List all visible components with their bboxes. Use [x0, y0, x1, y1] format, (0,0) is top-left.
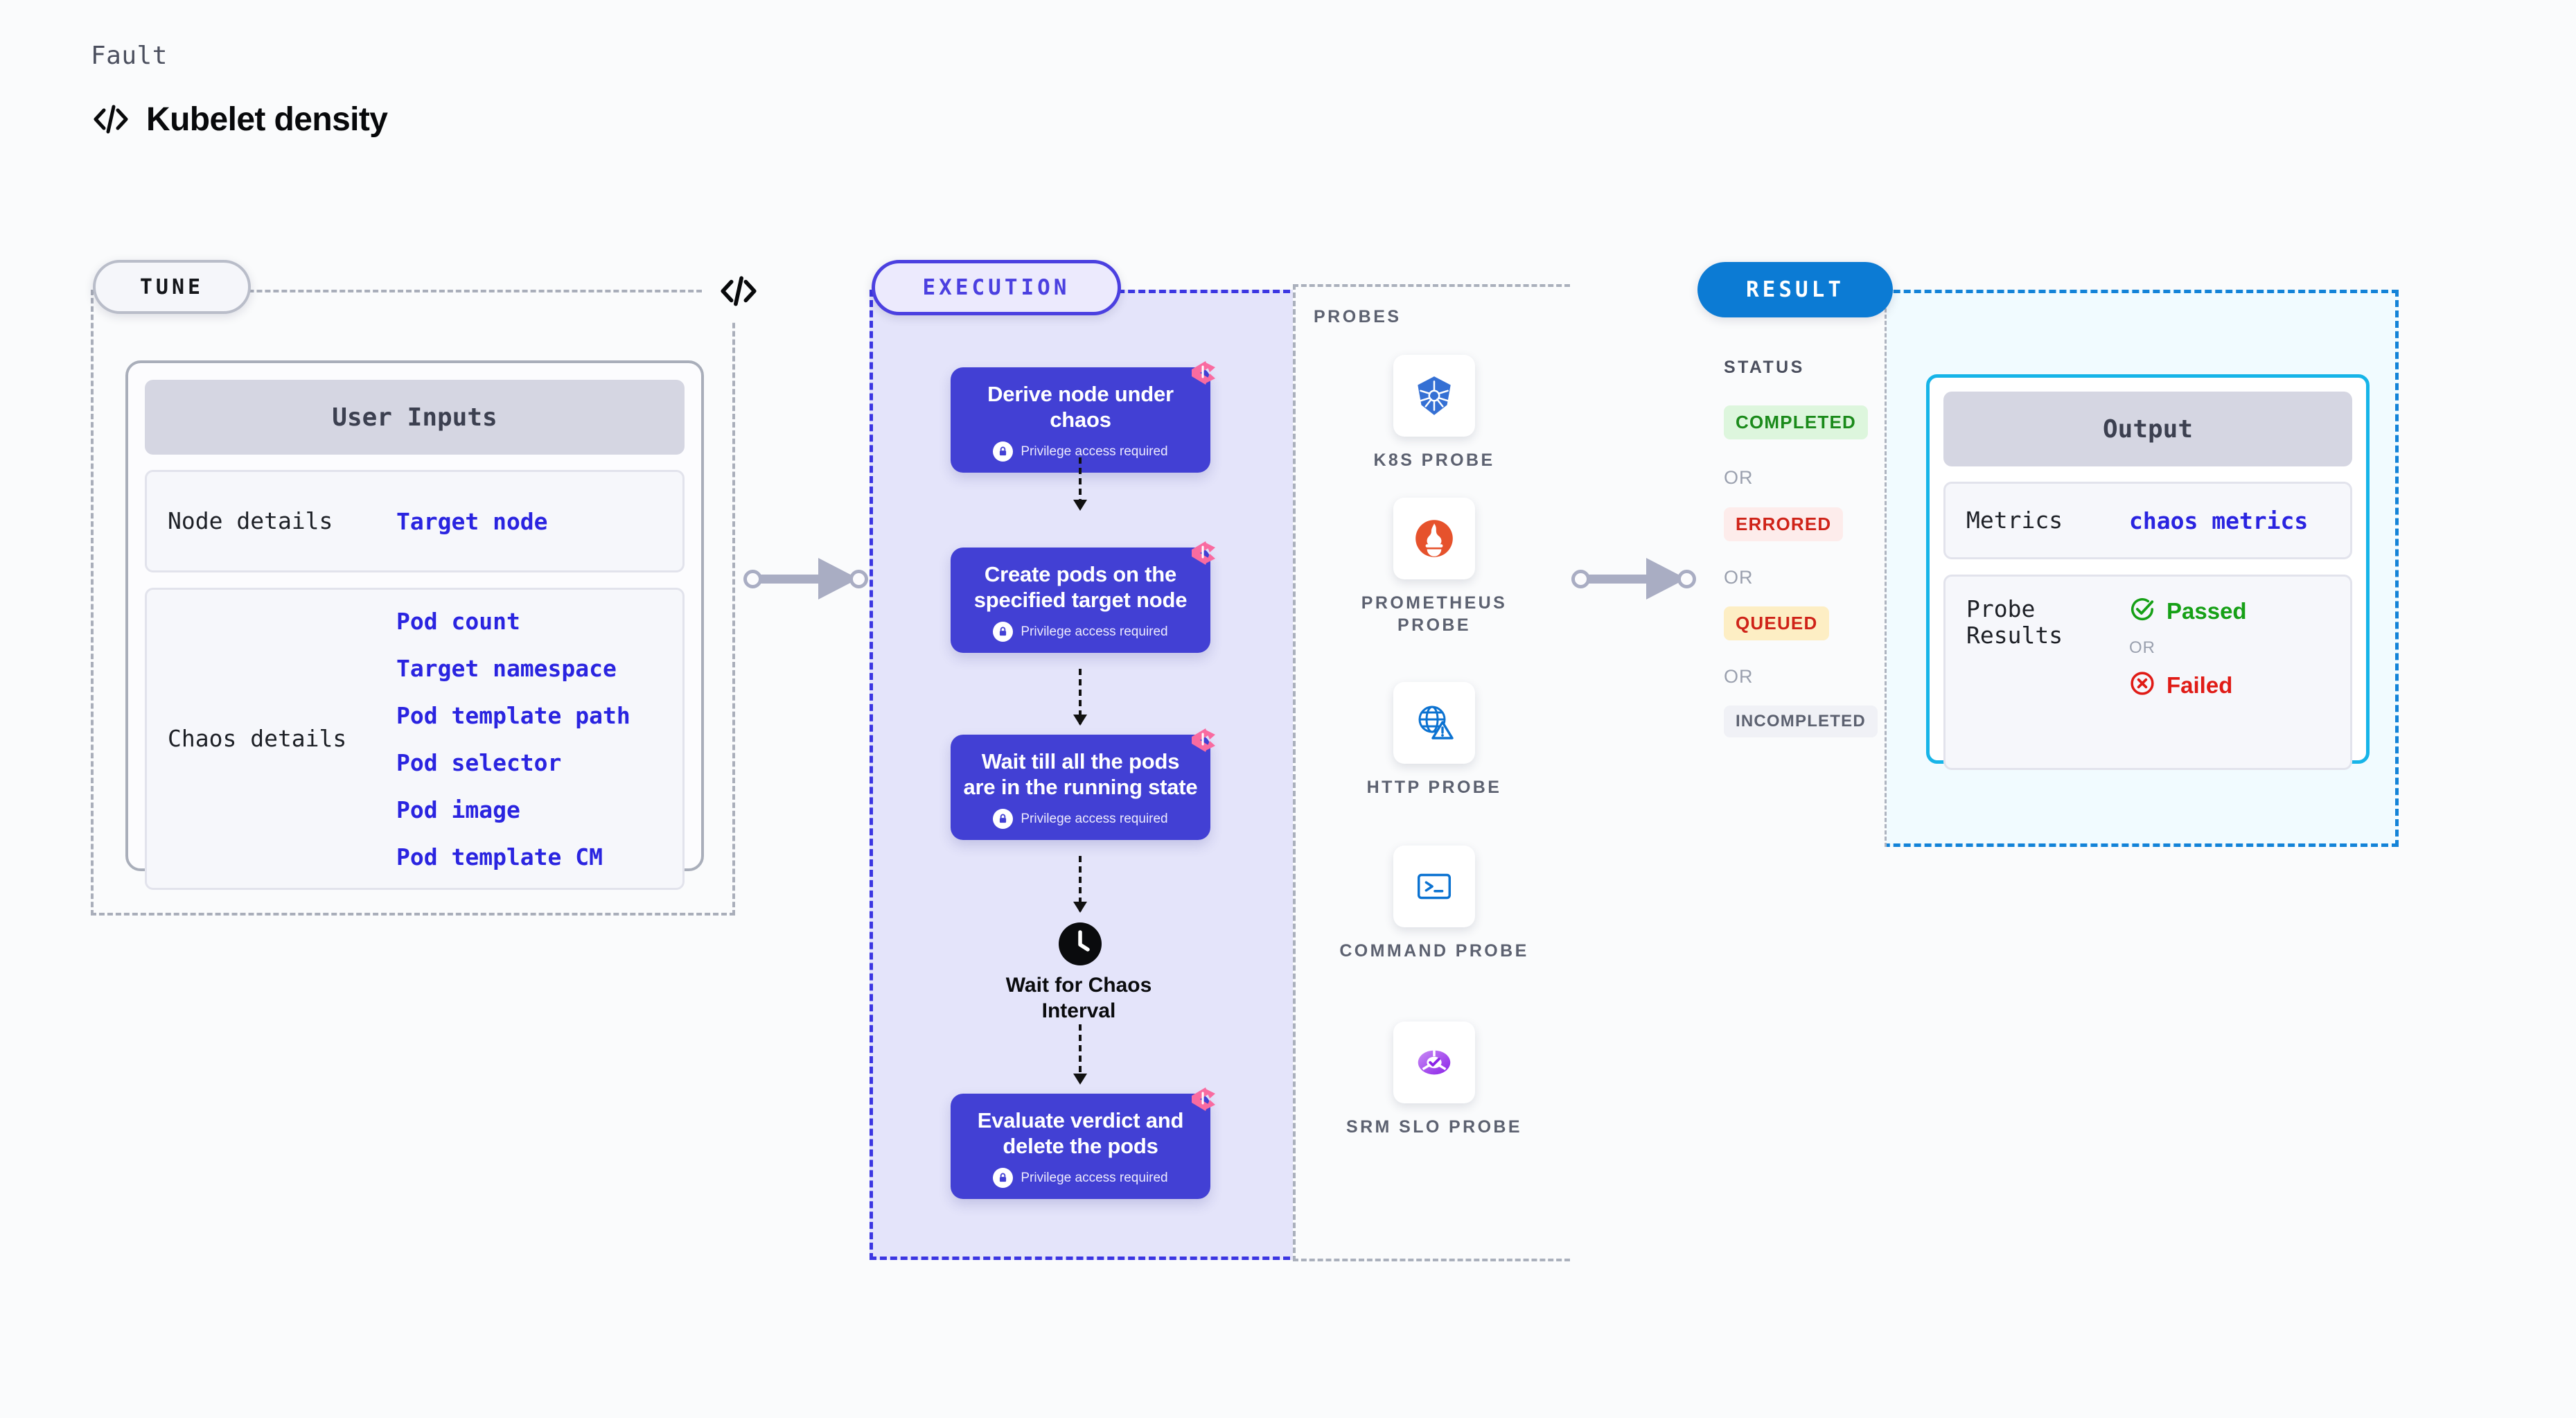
step-title: Create pods on the specified target node	[973, 562, 1188, 613]
node-details-row: Node details Target node	[145, 470, 685, 572]
node-details-key: Node details	[168, 507, 333, 535]
privilege-row: Privilege access required	[993, 1168, 1168, 1189]
flow-connector-3-wait	[1073, 856, 1087, 913]
kubernetes-icon	[1393, 355, 1475, 437]
input-pod-template-path[interactable]: Pod template path	[396, 701, 630, 729]
metrics-row: Metrics chaos metrics	[1943, 482, 2352, 559]
chaos-details-row: Chaos details Pod count Target namespace…	[145, 588, 685, 890]
fault-title-row: Kubelet density	[91, 99, 388, 139]
slo-donut-check-icon	[1393, 1022, 1475, 1103]
metrics-key: Metrics	[1966, 507, 2063, 534]
status-badge-incompleted: INCOMPLETED	[1724, 706, 1878, 737]
privilege-text: Privilege access required	[1021, 624, 1168, 639]
input-pod-selector[interactable]: Pod selector	[396, 749, 562, 776]
metrics-value[interactable]: chaos metrics	[2129, 507, 2309, 534]
privilege-text: Privilege access required	[1021, 811, 1168, 826]
input-pod-count[interactable]: Pod count	[396, 607, 520, 635]
node-details-values: Target node	[396, 508, 548, 535]
probe-result-passed: Passed	[2129, 596, 2247, 626]
globe-warning-icon	[1393, 682, 1475, 764]
input-target-namespace[interactable]: Target namespace	[396, 654, 617, 682]
lock-icon	[993, 622, 1014, 642]
passed-label: Passed	[2167, 597, 2247, 624]
harness-badge-icon	[1185, 1080, 1222, 1118]
terminal-icon	[1393, 846, 1475, 927]
privilege-text: Privilege access required	[1021, 444, 1168, 459]
step-card-derive-node[interactable]: Derive node under chaos Privilege access…	[951, 361, 1215, 473]
status-badge-completed: COMPLETED	[1724, 405, 1869, 439]
probe-item-command[interactable]: COMMAND PROBE	[1337, 846, 1531, 962]
step-title: Derive node under chaos	[987, 382, 1174, 432]
harness-badge-icon	[1185, 534, 1222, 572]
result-stage-badge[interactable]: RESULT	[1697, 262, 1893, 317]
tune-stage-badge[interactable]: TUNE	[93, 260, 251, 314]
user-inputs-card: User Inputs Node details Target node Cha…	[125, 360, 704, 890]
x-circle-icon	[2129, 670, 2155, 700]
step-card-wait-pods-running[interactable]: Wait till all the pods are in the runnin…	[951, 728, 1215, 841]
chaos-details-key: Chaos details	[168, 725, 347, 753]
failed-label: Failed	[2167, 672, 2233, 698]
probe-item-prometheus[interactable]: PROMETHEUS PROBE	[1337, 498, 1531, 636]
connector-tune-to-execution	[743, 558, 868, 599]
page-header: Fault Kubelet density	[91, 42, 388, 139]
privilege-row: Privilege access required	[993, 441, 1168, 462]
lock-icon	[993, 1168, 1014, 1189]
code-icon	[91, 99, 131, 139]
eyebrow-label: Fault	[91, 42, 168, 70]
page-title: Kubelet density	[146, 100, 388, 138]
status-badge-errored: ERRORED	[1724, 507, 1844, 541]
probe-item-http[interactable]: HTTP PROBE	[1337, 682, 1531, 798]
probes-label: PROBES	[1314, 307, 1402, 326]
prometheus-icon	[1393, 498, 1475, 579]
probe-results-row: Probe Results Passed OR	[1943, 575, 2352, 770]
privilege-row: Privilege access required	[993, 809, 1168, 830]
probe-item-k8s[interactable]: K8S PROBE	[1337, 355, 1531, 471]
step-card-evaluate-verdict[interactable]: Evaluate verdict and delete the pods Pri…	[951, 1087, 1215, 1200]
probe-result-failed: Failed	[2129, 670, 2247, 700]
flow-connector-1-2	[1073, 457, 1087, 511]
flow-connector-wait-4	[1073, 1024, 1087, 1085]
input-pod-template-cm[interactable]: Pod template CM	[396, 843, 603, 870]
input-target-node[interactable]: Target node	[396, 507, 548, 535]
flow-connector-2-3	[1073, 669, 1087, 726]
probe-label: HTTP PROBE	[1366, 778, 1502, 797]
output-card: Output Metrics chaos metrics Probe Resul…	[1926, 374, 2370, 770]
input-pod-image[interactable]: Pod image	[396, 796, 520, 823]
status-label: STATUS	[1724, 358, 1805, 377]
output-header: Output	[1943, 392, 2352, 466]
probe-label: PROMETHEUS PROBE	[1361, 593, 1508, 635]
status-or-3: OR	[1724, 666, 1754, 687]
probe-item-srm-slo[interactable]: SRM SLO PROBE	[1337, 1022, 1531, 1138]
probe-label: K8S PROBE	[1373, 450, 1495, 470]
user-inputs-header: User Inputs	[145, 380, 685, 455]
harness-badge-icon	[1185, 354, 1222, 392]
step-title: Wait till all the pods are in the runnin…	[963, 749, 1198, 800]
status-badge-queued: QUEUED	[1724, 606, 1830, 640]
clock-icon	[1059, 922, 1102, 965]
probe-result-or: OR	[2129, 638, 2155, 657]
status-or-2: OR	[1724, 567, 1754, 588]
status-column	[1696, 290, 1887, 847]
step-title: Evaluate verdict and delete the pods	[977, 1108, 1184, 1159]
lock-icon	[993, 809, 1014, 830]
privilege-row: Privilege access required	[993, 622, 1168, 642]
probe-label: COMMAND PROBE	[1339, 941, 1529, 961]
wait-for-chaos-interval-label: Wait for Chaos Interval	[1005, 974, 1152, 1022]
step-card-create-pods[interactable]: Create pods on the specified target node…	[951, 541, 1215, 654]
lock-icon	[993, 441, 1014, 462]
status-or-1: OR	[1724, 467, 1754, 488]
check-circle-icon	[2129, 596, 2155, 626]
probes-region	[1293, 284, 1570, 1261]
execution-stage-badge[interactable]: EXECUTION	[872, 260, 1121, 315]
probe-label: SRM SLO PROBE	[1346, 1117, 1522, 1137]
chaos-details-values: Pod count Target namespace Pod template …	[396, 608, 630, 870]
code-icon-divider	[702, 260, 775, 322]
privilege-text: Privilege access required	[1021, 1170, 1168, 1185]
connector-execution-to-result	[1571, 558, 1696, 599]
harness-badge-icon	[1185, 721, 1222, 759]
probe-results-key: Probe Results	[1966, 595, 2063, 649]
